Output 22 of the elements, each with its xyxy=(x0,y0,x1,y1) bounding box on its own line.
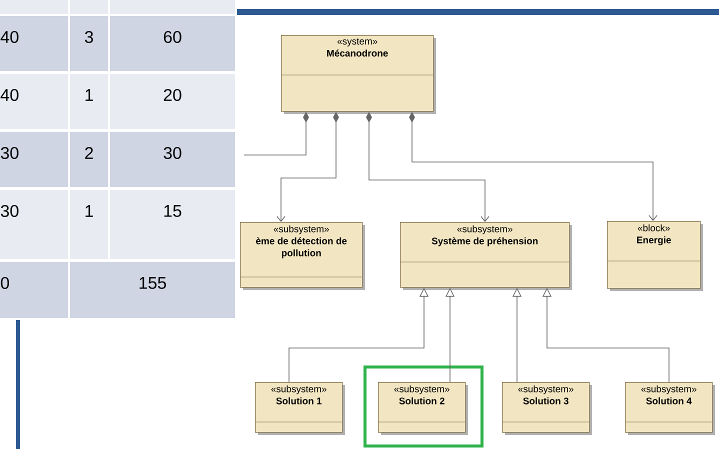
table-cell: 40 xyxy=(0,74,68,129)
table-cell: 30 xyxy=(110,132,235,187)
table-cell: 2 xyxy=(70,132,108,187)
table-cell: 1 xyxy=(70,74,108,129)
subsystem-block: «subsystem» Solution 1 xyxy=(254,382,345,435)
table-cell: 15 xyxy=(110,190,235,259)
subsystem-block: «subsystem» Système de préhension xyxy=(400,222,572,290)
table-cell: 0 xyxy=(0,262,68,318)
block: «block» Energie xyxy=(606,221,703,291)
table-cell: 20 xyxy=(110,74,235,129)
subsystem-block: «subsystem» Solution 3 xyxy=(502,382,592,435)
table-cell: 155 xyxy=(70,262,235,318)
table-cell: 60 xyxy=(110,16,235,71)
table-cell: 40 xyxy=(0,16,68,71)
subsystem-block: «subsystem» ème de détection de pollution xyxy=(240,222,365,290)
table-cell: 3 xyxy=(70,16,108,71)
table-cell: 30 xyxy=(0,190,68,259)
table-cell: 30 xyxy=(0,132,68,187)
subsystem-block: «subsystem» Solution 2 xyxy=(378,382,468,435)
subsystem-block: «subsystem» Solution 4 xyxy=(624,382,715,435)
system-block: «system» Mécanodrone xyxy=(280,35,436,114)
table-cell: 1 xyxy=(70,190,108,259)
